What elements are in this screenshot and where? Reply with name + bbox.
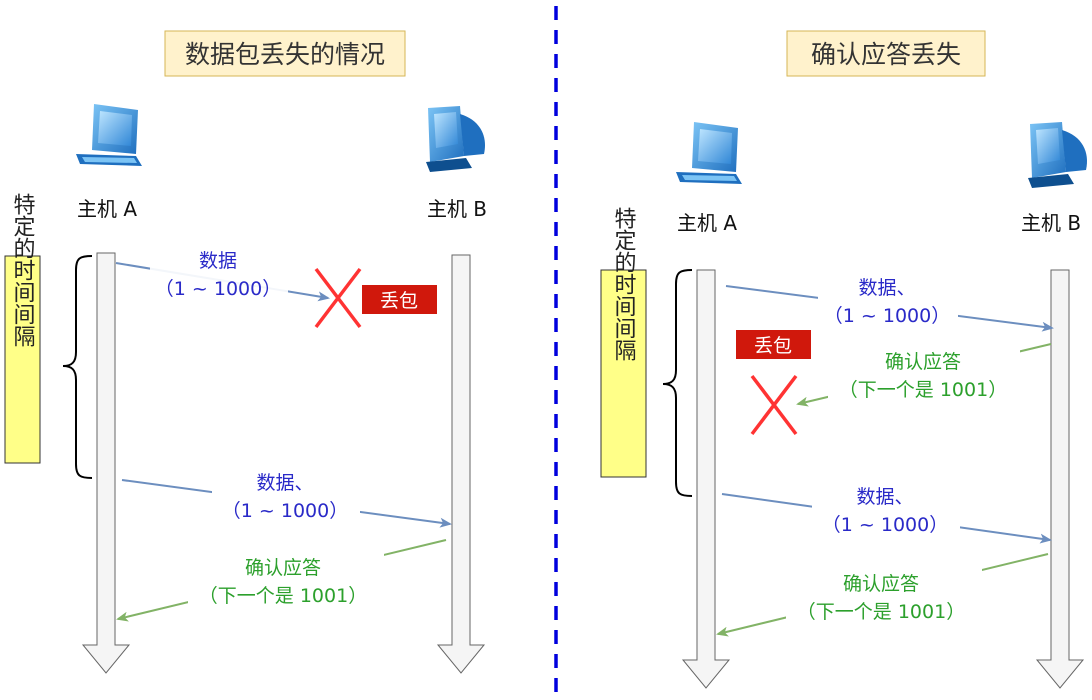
right-lost-label: 丢包 [754,335,792,357]
left-ack-line1: 确认应答 [245,557,321,579]
right-first-send-line1: 数据、 [858,277,915,299]
desktop-computer-icon [426,106,485,172]
left-host-b-label: 主机 B [427,197,487,221]
left-host-a-label: 主机 A [77,197,137,221]
right-host-a-label: 主机 A [677,211,737,235]
right-lost-ack-label-bg [828,344,1020,404]
right-lost-cross-icon [750,374,798,436]
laptop-icon [76,104,142,166]
right-ack-label-bg [786,566,982,626]
right-interval-label-box [600,269,647,478]
left-second-send-line1: 数据、 [256,472,313,494]
left-host-a-lifeline [81,252,131,674]
left-title-box: 数据包丢失的情况 [164,30,406,77]
left-interval-label: 特定的时间间隔 [10,193,36,347]
left-ack-label-bg [188,550,384,610]
left-first-send-line2: （1 ~ 1000） [155,278,281,300]
left-interval-brace [62,255,93,479]
right-ack-line1: 确认应答 [843,573,919,595]
desktop-computer-icon [1028,122,1087,188]
left-second-send-label-bg [212,466,360,524]
right-lost-ack-line1: 确认应答 [885,351,961,373]
right-lost-ack-line2: （下一个是 1001） [839,379,1007,401]
right-interval-brace [662,269,693,497]
right-lost-badge: 丢包 [736,330,811,359]
right-second-send-label-bg [812,480,960,538]
left-interval-label-box [4,255,41,464]
right-host-a-lifeline [681,269,731,689]
right-host-b-lifeline [1035,269,1085,689]
left-lost-cross-icon [314,267,362,329]
left-ack-line2: （下一个是 1001） [199,585,367,607]
left-first-send-label-bg [150,244,288,300]
right-second-send-line1: 数据、 [856,486,913,508]
right-title: 确认应答丢失 [811,40,961,69]
right-ack-line2: （下一个是 1001） [797,601,965,623]
left-host-b-lifeline [436,254,486,674]
right-first-send-label-bg [818,270,958,330]
right-panel: 确认应答丢失 主机 A 主机 B 特定的时间间隔 数据、 [600,30,1087,689]
left-panel: 数据包丢失的情况 主机 A 主机 B 特定的时间间隔 数据 [4,30,487,674]
laptop-icon [676,122,742,184]
left-first-send-line1: 数据 [199,250,237,272]
left-second-send-line2: （1 ~ 1000） [222,500,348,522]
left-title: 数据包丢失的情况 [185,40,385,69]
left-lost-badge: 丢包 [362,285,437,314]
right-first-send-line2: （1 ~ 1000） [824,305,950,327]
left-lost-label: 丢包 [380,290,418,312]
right-interval-label: 特定的时间间隔 [611,207,637,361]
right-title-box: 确认应答丢失 [786,30,986,77]
right-host-b-label: 主机 B [1021,211,1081,235]
right-second-send-line2: （1 ~ 1000） [822,514,948,536]
